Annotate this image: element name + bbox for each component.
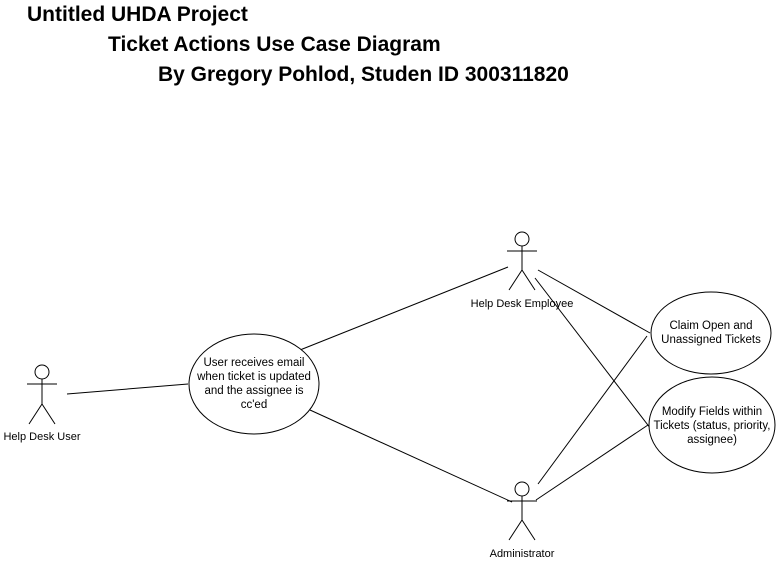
actor-help-desk-user-label: Help Desk User <box>3 431 81 443</box>
assoc-admin-modify <box>535 424 649 501</box>
assoc-admin-claim <box>537 335 648 485</box>
diagram-title: Ticket Actions Use Case Diagram <box>108 33 441 56</box>
actor-help-desk-user-figure <box>27 364 57 425</box>
assoc-user-email <box>66 383 189 395</box>
use-case-modify-fields <box>648 376 776 474</box>
assoc-employee-claim <box>537 269 651 334</box>
actor-help-desk-employee-label: Help Desk Employee <box>470 298 574 310</box>
use-case-claim-tickets <box>650 291 772 375</box>
assoc-employee-modify <box>534 277 655 434</box>
author-line: By Gregory Pohlod, Studen ID 300311820 <box>158 63 569 86</box>
use-case-modify-fields-label: Modify Fields within Tickets (status, pr… <box>653 406 771 446</box>
use-case-claim-tickets-label: Claim Open and Unassigned Tickets <box>661 320 761 346</box>
assoc-employee-email <box>299 266 509 351</box>
actor-administrator-figure <box>507 481 537 541</box>
actor-administrator-label: Administrator <box>489 548 555 560</box>
use-case-email-update-label: User receives email when ticket is updat… <box>197 357 311 411</box>
actor-help-desk-employee-figure <box>507 231 537 291</box>
use-case-email-update <box>188 333 320 435</box>
project-title: Untitled UHDA Project <box>27 3 248 26</box>
assoc-admin-email <box>309 409 513 503</box>
